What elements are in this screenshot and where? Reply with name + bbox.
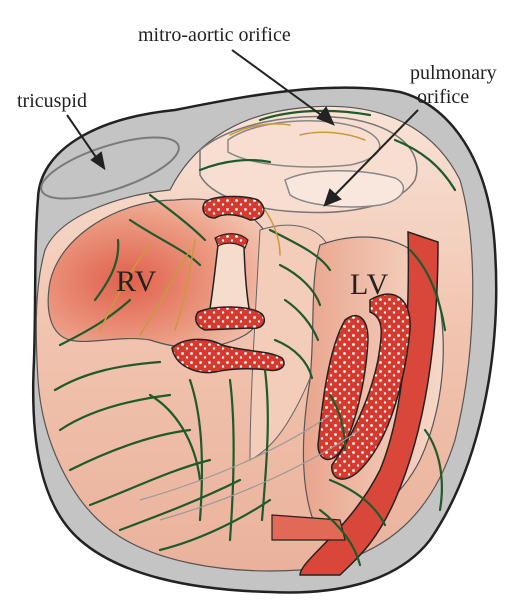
lv-papillary-muscle bbox=[317, 315, 369, 461]
rv-band-lower bbox=[195, 306, 266, 331]
myocardial-fibers-grey bbox=[139, 414, 361, 521]
pulmonary-label-line1: pulmonary bbox=[410, 62, 497, 84]
tricuspid-ring bbox=[40, 136, 180, 200]
myocardial-fibers-green bbox=[53, 109, 457, 567]
tricuspid-label: tricuspid bbox=[17, 90, 87, 112]
rv-base-ring bbox=[171, 338, 285, 374]
pulmonary-label-line2: orifice bbox=[417, 86, 470, 108]
lv-label: LV bbox=[350, 268, 390, 301]
rv-label: RV bbox=[116, 265, 158, 298]
rv-papillary-top bbox=[202, 195, 265, 221]
lv-papillary-ring bbox=[331, 293, 411, 480]
lv-wall-band-inner bbox=[271, 514, 346, 541]
pulmonary-contour bbox=[284, 169, 405, 208]
annotation-arrows bbox=[66, 49, 419, 207]
myocardial-fibers-gold bbox=[99, 123, 366, 336]
mitro-aortic-label: mitro-aortic orifice bbox=[138, 24, 291, 46]
rv-band-mid bbox=[214, 233, 249, 249]
